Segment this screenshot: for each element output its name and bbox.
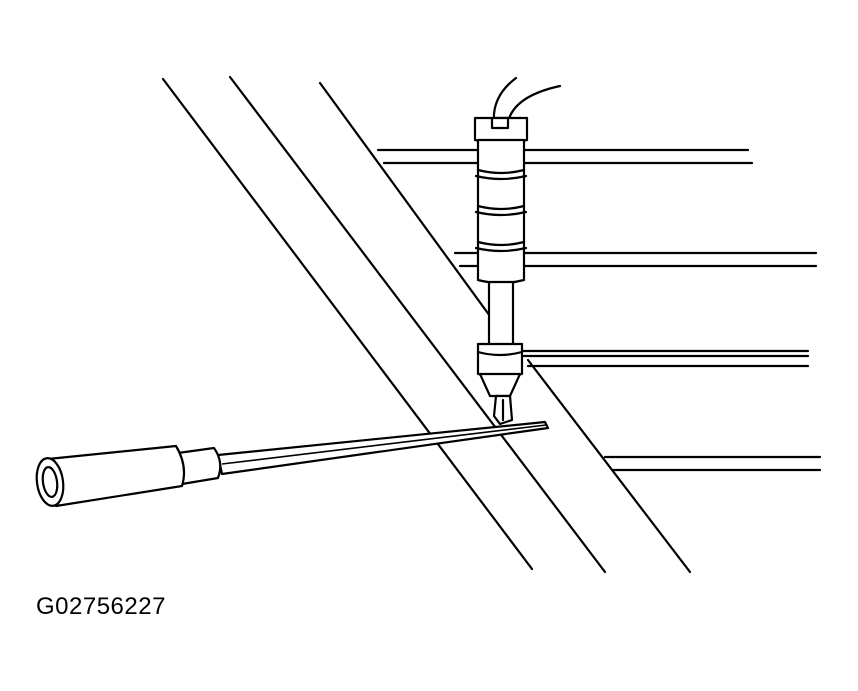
screwdriver-shaft xyxy=(216,420,550,476)
figure-id-label: G02756227 xyxy=(36,593,166,620)
probe-neck xyxy=(487,280,515,348)
probe-tool xyxy=(473,76,562,426)
screwdriver-handle xyxy=(46,444,186,508)
screwdriver-tool xyxy=(35,420,550,508)
probe-body xyxy=(476,138,526,285)
probe-cone xyxy=(478,372,522,398)
diagonal-frame-lines xyxy=(161,75,692,574)
probe-cable xyxy=(492,76,518,124)
probe-collar xyxy=(476,342,524,379)
horizontal-panel-lines xyxy=(376,148,822,472)
